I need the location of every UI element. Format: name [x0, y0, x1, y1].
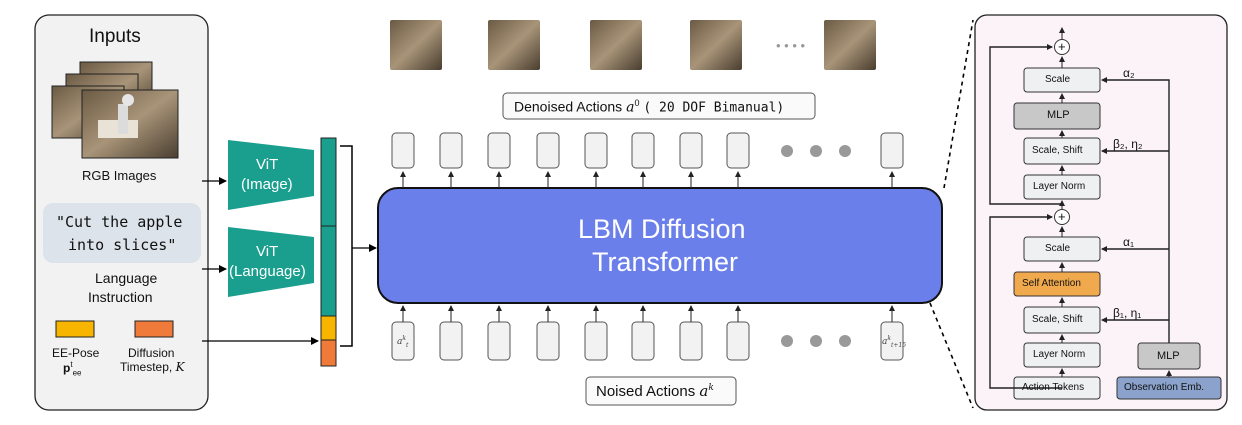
diffusion-symbol: K	[175, 360, 185, 374]
diffusion-label-line1: Diffusion	[128, 346, 175, 360]
noised-symbol: a	[699, 382, 709, 400]
first-noised-token-label: akt	[397, 335, 408, 349]
plus-top: +	[1058, 39, 1066, 54]
denoised-symbol: a	[626, 99, 635, 116]
noised-label: Noised Actions ak	[596, 382, 714, 400]
denoised-label-box	[502, 92, 816, 120]
ellipsis-dot	[781, 335, 793, 347]
denoised-token	[631, 132, 655, 169]
block-mlp: MLP	[1047, 109, 1070, 121]
ellipsis-dot	[810, 145, 822, 157]
label-beta2-eta2: β₂, η₂	[1113, 137, 1143, 151]
eepose-swatch	[55, 320, 95, 338]
block-obs-mlp: MLP	[1157, 350, 1180, 362]
denoised-photo-row	[390, 20, 876, 70]
block-action-tokens: Action Tokens	[1022, 382, 1085, 393]
transformer-block	[377, 187, 943, 304]
block-scale-shift-bottom: Scale, Shift	[1032, 314, 1083, 325]
block-layer-norm-bottom: Layer Norm	[1033, 349, 1086, 360]
vit-language-label-1: ViT	[256, 243, 279, 260]
eepose-sub: ee	[72, 368, 82, 378]
noised-sup: k	[708, 383, 714, 393]
vit-image-block	[228, 140, 314, 210]
diffusion-label-text: Timestep,	[120, 360, 173, 374]
block-observation-emb: Observation Emb.	[1124, 382, 1205, 393]
label-alpha1: α₁	[1123, 235, 1134, 249]
first-token-sup: k	[402, 335, 407, 342]
stack-bracket	[340, 145, 353, 347]
eepose-symbol: p	[63, 361, 71, 375]
block-layer-norm-top: Layer Norm	[1033, 181, 1086, 192]
diffusion-swatch	[134, 320, 174, 338]
language-instruction-box	[43, 203, 201, 263]
block-internals	[989, 27, 1222, 400]
token-stack	[320, 137, 337, 367]
denoised-token	[679, 132, 703, 169]
last-noised-token-label: akt+15	[882, 335, 906, 349]
last-token-a: a	[882, 337, 888, 347]
denoised-sup: 0	[634, 98, 640, 108]
block-self-attention: Self Attention	[1022, 278, 1081, 289]
denoised-token	[536, 132, 560, 169]
noised-label-text: Noised Actions	[596, 383, 696, 400]
eepose-sup: t	[70, 360, 73, 369]
denoised-label-text: Denoised Actions	[514, 98, 623, 115]
rgb-images-stack	[51, 61, 179, 159]
language-label-line2: Instruction	[88, 289, 153, 305]
noised-label-box	[585, 376, 737, 406]
block-scale-top: Scale	[1045, 74, 1071, 85]
plus-mid: +	[1058, 209, 1066, 224]
ellipsis-dot	[781, 145, 793, 157]
ellipsis-dot	[839, 335, 851, 347]
top-token-row	[391, 132, 904, 188]
vit-image-label-2: (Image)	[241, 176, 293, 193]
transformer-title-2: Transformer	[592, 247, 739, 277]
rgb-images-label: RGB Images	[82, 168, 157, 183]
inputs-title: Inputs	[89, 26, 141, 47]
ellipsis-dot	[810, 335, 822, 347]
last-token-sup: k	[887, 335, 892, 342]
ellipsis-dot	[839, 145, 851, 157]
language-label-line1: Language	[95, 270, 158, 286]
vit-language-label-2: (Language)	[229, 263, 306, 280]
vit-image-label-1: ViT	[256, 156, 279, 173]
bottom-token-row	[391, 305, 904, 361]
eepose-formula: ptee	[63, 360, 81, 377]
block-scale-mid: Scale	[1045, 243, 1071, 254]
first-token-sub: t	[406, 341, 409, 349]
denoised-token	[391, 132, 415, 169]
diffusion-label-line2: Timestep, K	[120, 360, 185, 374]
transformer-title-1: LBM Diffusion	[578, 214, 746, 244]
language-text-line2: into slices"	[68, 236, 177, 254]
denoised-token	[487, 132, 511, 169]
denoised-token	[439, 132, 463, 169]
zoom-line-bottom	[929, 302, 974, 409]
last-token-sub: t+15	[891, 341, 907, 349]
denoised-token	[880, 132, 904, 169]
label-beta1-eta1: β₁, η₁	[1113, 306, 1142, 320]
label-alpha2: α₂	[1123, 66, 1135, 80]
denoised-token	[584, 132, 608, 169]
denoised-label: Denoised Actions a0 ( 20 DOF Bimanual)	[514, 98, 784, 116]
denoised-token	[726, 132, 750, 169]
language-text-line1: "Cut the apple	[56, 213, 183, 231]
photo-ellipsis: • • • •	[776, 38, 806, 53]
block-scale-shift-top: Scale, Shift	[1032, 145, 1083, 156]
first-token-a: a	[397, 337, 403, 347]
vit-language-block	[228, 227, 314, 297]
eepose-label: EE-Pose	[52, 346, 100, 360]
denoised-suffix: ( 20 DOF Bimanual)	[643, 100, 785, 116]
